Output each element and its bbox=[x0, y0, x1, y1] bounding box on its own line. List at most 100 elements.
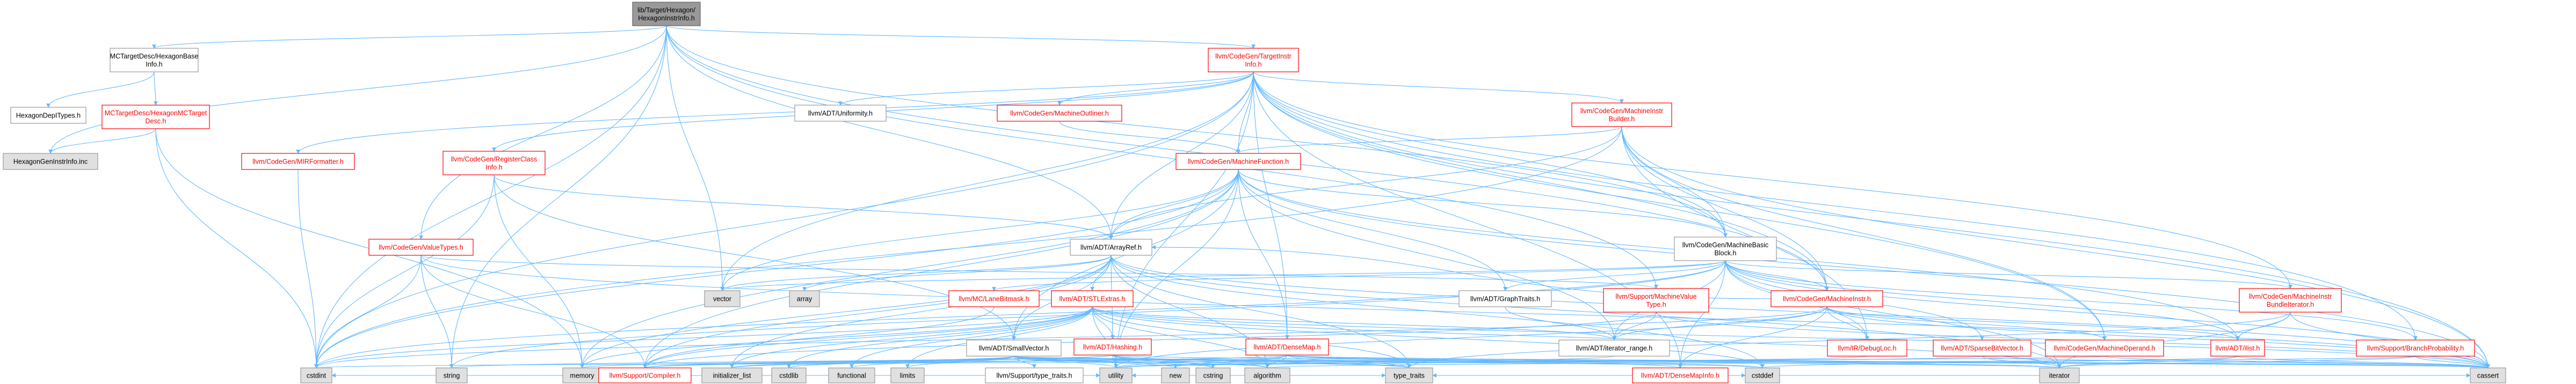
node-algorithm[interactable]: algorithm bbox=[1244, 367, 1290, 383]
edge-adt_stlextras-to-memory bbox=[580, 306, 1093, 368]
node-functional[interactable]: functional bbox=[828, 367, 875, 383]
node-label: llvm/CodeGen/TargetInstr bbox=[1215, 53, 1291, 60]
node-label: llvm/CodeGen/MachineOutliner.h bbox=[1010, 110, 1108, 117]
node-adt_arrayref[interactable]: llvm/ADT/ArrayRef.h bbox=[1070, 239, 1152, 256]
node-label: llvm/ADT/ilist.h bbox=[2216, 345, 2260, 352]
edge-cg_mib-to-cg_mo bbox=[1621, 126, 2107, 341]
node-box bbox=[1161, 367, 1190, 383]
node-adt_hashing[interactable]: llvm/ADT/Hashing.h bbox=[1073, 338, 1152, 356]
node-cg_mo[interactable]: llvm/CodeGen/MachineOperand.h bbox=[2045, 339, 2164, 357]
node-cstdlib[interactable]: cstdlib bbox=[771, 367, 807, 383]
node-cg_valuetypes[interactable]: llvm/CodeGen/ValueTypes.h bbox=[368, 239, 474, 256]
edge-cg_mib-to-cg_mi bbox=[1621, 126, 1829, 291]
node-memory[interactable]: memory bbox=[562, 367, 602, 383]
edge-adt_densemap-to-cassert bbox=[1287, 355, 2490, 368]
edge-adt_arrayref-to-array bbox=[802, 255, 1112, 291]
edge-cg_tii-to-adt_densemap bbox=[1253, 71, 1289, 339]
node-sup_compiler[interactable]: llvm/Support/Compiler.h bbox=[598, 367, 692, 383]
node-type_traits[interactable]: type_traits bbox=[1385, 367, 1433, 383]
node-box bbox=[632, 2, 701, 26]
node-cstdint[interactable]: cstdint bbox=[300, 367, 332, 383]
node-adt_smallvector[interactable]: llvm/ADT/SmallVector.h bbox=[966, 339, 1062, 357]
edge-adt_stlextras-to-functional bbox=[850, 306, 1093, 368]
node-label: functional bbox=[837, 372, 866, 380]
node-cg_outliner[interactable]: llvm/CodeGen/MachineOutliner.h bbox=[997, 105, 1122, 122]
node-adt_sparsebv[interactable]: llvm/ADT/SparseBitVector.h bbox=[1933, 339, 2031, 357]
node-iterator[interactable]: iterator bbox=[2039, 367, 2080, 383]
node-adt_densemapinfo[interactable]: llvm/ADT/DenseMapInfo.h bbox=[1632, 367, 1729, 383]
edge-cg_mirfmt-to-cstdint bbox=[297, 169, 318, 368]
node-box bbox=[2045, 339, 2164, 357]
node-utility[interactable]: utility bbox=[1099, 367, 1133, 383]
node-adt_iterrange[interactable]: llvm/ADT/iterator_range.h bbox=[1558, 339, 1670, 357]
node-adt_ilist[interactable]: llvm/ADT/ilist.h bbox=[2210, 339, 2265, 357]
edge-root-to-cg_valuetypes bbox=[419, 25, 667, 240]
node-sup_branchprob[interactable]: llvm/Support/BranchProbability.h bbox=[2356, 339, 2475, 357]
edge-cg_tii-to-cg_mib bbox=[1253, 71, 1624, 104]
node-array[interactable]: array bbox=[789, 290, 820, 307]
edge-cg_tii-to-cg_mibundle bbox=[1253, 71, 2292, 289]
node-adt_uniformity[interactable]: llvm/ADT/Uniformity.h bbox=[794, 105, 887, 122]
node-cstring[interactable]: cstring bbox=[1195, 367, 1231, 383]
node-box bbox=[966, 339, 1062, 357]
node-adt_graphtraits[interactable]: llvm/ADT/GraphTraits.h bbox=[1458, 290, 1552, 307]
node-adt_stlextras[interactable]: llvm/ADT/STLExtras.h bbox=[1051, 290, 1134, 307]
node-box bbox=[368, 239, 474, 256]
edge-root-to-sup_mvt bbox=[666, 25, 1658, 289]
node-cstddef[interactable]: cstddef bbox=[1745, 367, 1780, 383]
edge-adt_arrayref-to-memory bbox=[580, 255, 1112, 368]
edge-cg_tii-to-cg_mo bbox=[1253, 71, 2107, 341]
node-sup_typetraits[interactable]: llvm/Support/type_traits.h bbox=[985, 367, 1084, 383]
node-label: BundleIterator.h bbox=[2267, 301, 2314, 308]
node-hex_geninfo[interactable]: HexagonGenInstrInfo.inc bbox=[3, 153, 98, 170]
node-new[interactable]: new bbox=[1161, 367, 1190, 383]
node-cg_mibundle[interactable]: llvm/CodeGen/MachineInstrBundleIterator.… bbox=[2239, 288, 2342, 313]
node-root[interactable]: lib/Target/Hexagon/HexagonInstrInfo.h bbox=[632, 2, 701, 26]
node-adt_densemap[interactable]: llvm/ADT/DenseMap.h bbox=[1245, 338, 1329, 356]
edge-root-to-vector bbox=[666, 25, 724, 291]
edge-cg_tii-to-cg_outliner bbox=[1057, 71, 1254, 106]
node-cassert[interactable]: cassert bbox=[2470, 367, 2506, 383]
node-label: array bbox=[797, 296, 812, 303]
edge-cg_mbb-to-iterator bbox=[1725, 260, 2062, 368]
node-box bbox=[985, 367, 1084, 383]
edge-cg_mf-to-cstdint bbox=[314, 169, 1239, 368]
node-hex_deptypes[interactable]: HexagonDepITypes.h bbox=[10, 107, 86, 124]
edge-ir_debugloc-to-utility bbox=[1114, 356, 1868, 368]
edge-sup_mvt-to-adt_iterrange bbox=[1612, 312, 1657, 341]
node-label: llvm/Support/type_traits.h bbox=[996, 372, 1072, 380]
node-label: llvm/Support/BranchProbability.h bbox=[2367, 345, 2464, 352]
edge-mc_hexdesc-to-hex_geninfo bbox=[48, 128, 156, 154]
edge-cg_mbb-to-adt_ilist bbox=[1725, 260, 2240, 341]
node-cg_mirfmt[interactable]: llvm/CodeGen/MIRFormatter.h bbox=[241, 153, 355, 170]
edge-cg_regclass-to-adt_smallvector bbox=[494, 174, 1016, 341]
node-cg_mf[interactable]: llvm/CodeGen/MachineFunction.h bbox=[1175, 153, 1301, 170]
node-label: llvm/ADT/SmallVector.h bbox=[979, 345, 1049, 352]
node-label: llvm/CodeGen/MachineFunction.h bbox=[1188, 158, 1289, 166]
edge-adt_hashing-to-type_traits bbox=[1112, 355, 1411, 368]
node-box bbox=[1208, 48, 1299, 72]
node-label: string bbox=[444, 372, 460, 380]
edge-adt_densemap-to-iterator bbox=[1287, 355, 2061, 368]
node-box bbox=[1770, 290, 1883, 307]
edge-root-to-hex_geninfo bbox=[48, 25, 667, 154]
node-init_list[interactable]: initializer_list bbox=[701, 367, 763, 383]
node-label: utility bbox=[1108, 372, 1124, 380]
node-label: limits bbox=[900, 372, 915, 380]
edge-adt_arrayref-to-vector bbox=[720, 255, 1112, 291]
node-vector[interactable]: vector bbox=[704, 290, 741, 307]
node-ir_debugloc[interactable]: llvm/IR/DebugLoc.h bbox=[1827, 339, 1907, 357]
edge-adt_smallvector-to-new bbox=[1013, 356, 1178, 368]
node-string[interactable]: string bbox=[436, 367, 468, 383]
node-mc_lanebitmask[interactable]: llvm/MC/LaneBitmask.h bbox=[948, 290, 1040, 307]
node-limits[interactable]: limits bbox=[890, 367, 925, 383]
node-cg_mi[interactable]: llvm/CodeGen/MachineInstr.h bbox=[1770, 290, 1883, 307]
